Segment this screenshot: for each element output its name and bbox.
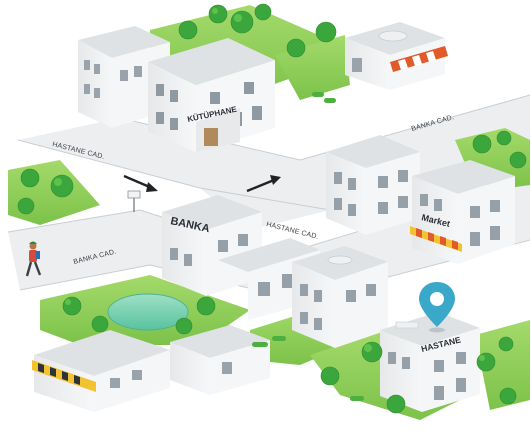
bushes <box>252 92 364 401</box>
building-shop-topright <box>345 22 448 90</box>
location-pin-icon <box>419 282 455 333</box>
road-segment <box>18 118 300 188</box>
arrow-right-icon <box>123 174 158 192</box>
arrow-right-icon <box>246 175 281 193</box>
mailbox-icon <box>127 190 141 212</box>
pedestrian-icon <box>25 241 42 277</box>
pond <box>107 293 189 331</box>
building-hospital: HASTANE <box>380 312 480 412</box>
building-office-right <box>326 135 420 235</box>
building-center-right <box>292 246 388 348</box>
building-market: Market <box>410 160 515 264</box>
building-small-bottom <box>170 325 270 395</box>
building-shop-bottomleft <box>32 330 170 412</box>
road-segment <box>8 180 530 300</box>
trees <box>17 3 527 414</box>
building-library: KÜTÜPHANE <box>148 38 275 152</box>
